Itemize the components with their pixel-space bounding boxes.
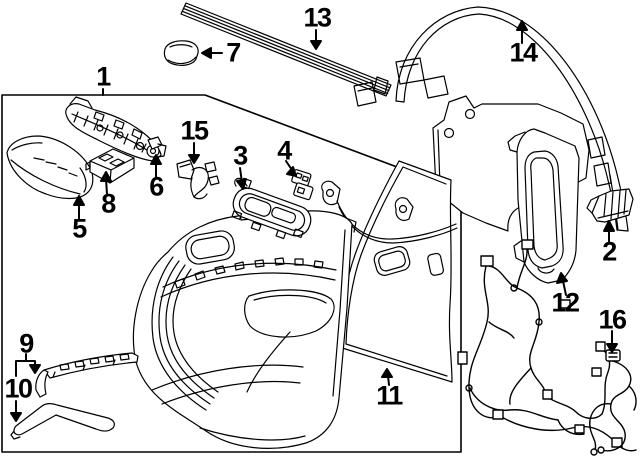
weatherstrip-13-drawing: [180, 2, 392, 97]
harness-16-drawing: [589, 349, 637, 456]
callout-8-label: 8: [101, 188, 116, 219]
bracket-6-drawing: [146, 136, 167, 158]
trim-strip-10-drawing: [10, 403, 115, 440]
switch-4-drawing: [291, 169, 314, 201]
callout-9-label: 9: [19, 328, 34, 359]
parts-box-outline: [1, 94, 462, 453]
callout-4-label: 4: [277, 135, 292, 166]
water-deflector-11-drawing: [338, 160, 453, 383]
callout-15-label: 15: [180, 115, 209, 146]
callout-10-label: 10: [4, 373, 33, 404]
main-harness-drawing: [457, 239, 637, 452]
callout-12-label: 12: [551, 287, 580, 318]
callout-14-label: 14: [509, 37, 538, 68]
callout-5-label: 5: [72, 213, 87, 244]
callout-6-label: 6: [149, 171, 164, 202]
callout-3-label: 3: [233, 140, 248, 171]
cap-7-drawing: [163, 40, 199, 66]
callout-13-label: 13: [303, 2, 332, 33]
clip-15-drawing: [176, 159, 220, 200]
armrest-5-drawing: [6, 135, 94, 200]
callout-leaders: [10, 20, 618, 422]
handle-bezel-3-drawing: [231, 177, 312, 240]
bracket-2-drawing: [586, 188, 634, 223]
applique-12-drawing: [507, 128, 580, 284]
callout-11-label: 11: [376, 380, 403, 411]
door-trim-panel-drawing: [132, 209, 357, 449]
callout-1-label: 1: [96, 61, 111, 92]
callout-2-label: 2: [602, 236, 617, 267]
callout-7-label: 7: [226, 37, 241, 68]
retainer-9-drawing: [35, 352, 139, 398]
callout-16-label: 16: [598, 304, 627, 335]
